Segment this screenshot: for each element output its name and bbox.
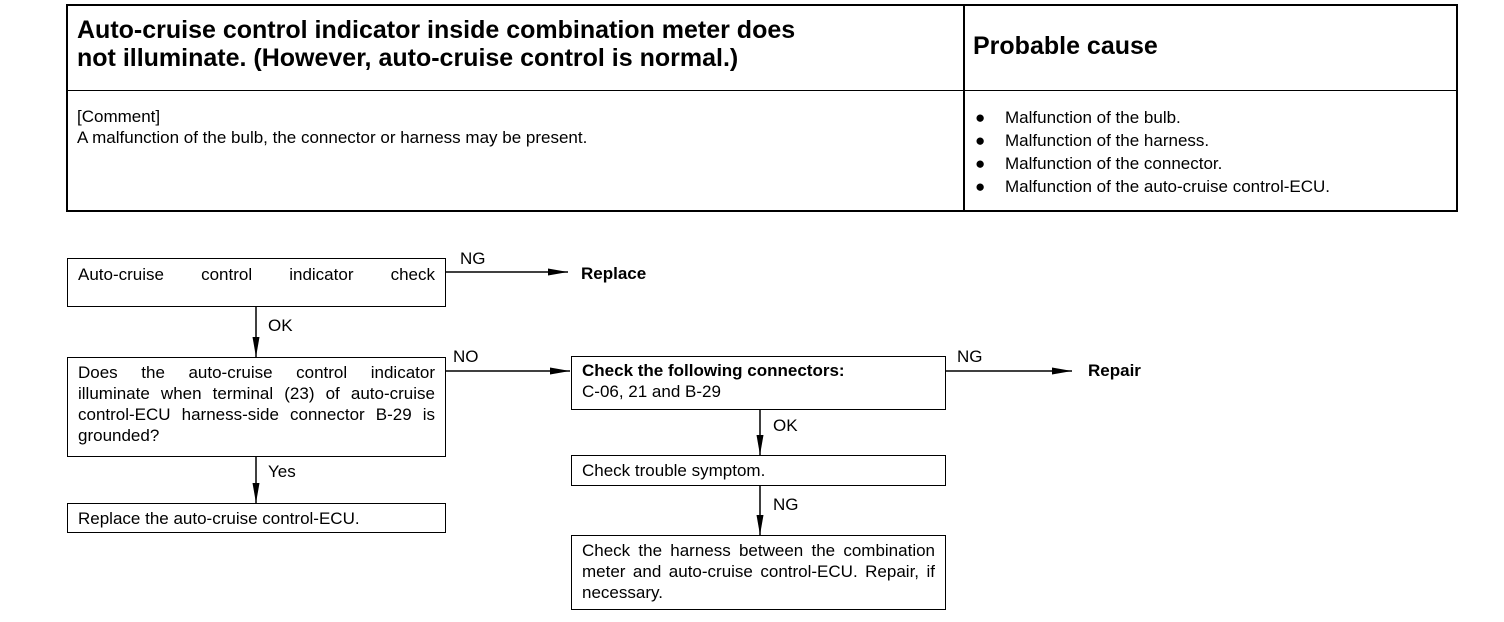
table-row-divider (66, 90, 1458, 91)
comment-section: [Comment] A malfunction of the bulb, the… (77, 106, 587, 148)
bullet-icon: ● (975, 177, 986, 196)
harness-check-box: Check the harness between the combinatio… (571, 535, 946, 610)
trouble-symptom-box: Check trouble symptom. (571, 455, 946, 486)
bullet-icon: ● (975, 131, 986, 150)
header-table (66, 4, 1458, 212)
replace-result: Replace (581, 264, 647, 283)
replace-ecu-box: Replace the auto-cruise control-ECU. (67, 503, 446, 533)
comment-label: [Comment] (77, 107, 161, 126)
bullet-icon: ● (975, 154, 986, 173)
indicator-check-box: Auto-cruise control indicator check (67, 258, 446, 307)
comment-text: A malfunction of the bulb, the connector… (77, 128, 588, 147)
label-ng: NG (957, 347, 983, 366)
repair-result: Repair (1088, 361, 1141, 380)
cause-item: ●Malfunction of the bulb. (975, 108, 1181, 127)
check-connectors-box: Check the following connectors: C-06, 21… (571, 356, 946, 410)
cause-item: ●Malfunction of the connector. (975, 154, 1223, 173)
cause-list: ●Malfunction of the bulb. ●Malfunction o… (975, 106, 1330, 198)
label-yes: Yes (268, 462, 296, 481)
question-box: Does the auto-cruise control indicator i… (67, 357, 446, 457)
probable-cause-heading: Probable cause (973, 32, 1158, 60)
cause-item: ●Malfunction of the auto-cruise control-… (975, 177, 1331, 196)
label-ok: OK (268, 316, 293, 335)
table-column-divider (963, 4, 965, 212)
label-ng: NG (460, 249, 486, 268)
symptom-title: Auto-cruise control indicator inside com… (77, 16, 796, 72)
label-no: NO (453, 347, 479, 366)
label-ng: NG (773, 495, 799, 514)
cause-item: ●Malfunction of the harness. (975, 131, 1210, 150)
label-ok: OK (773, 416, 798, 435)
bullet-icon: ● (975, 108, 986, 127)
